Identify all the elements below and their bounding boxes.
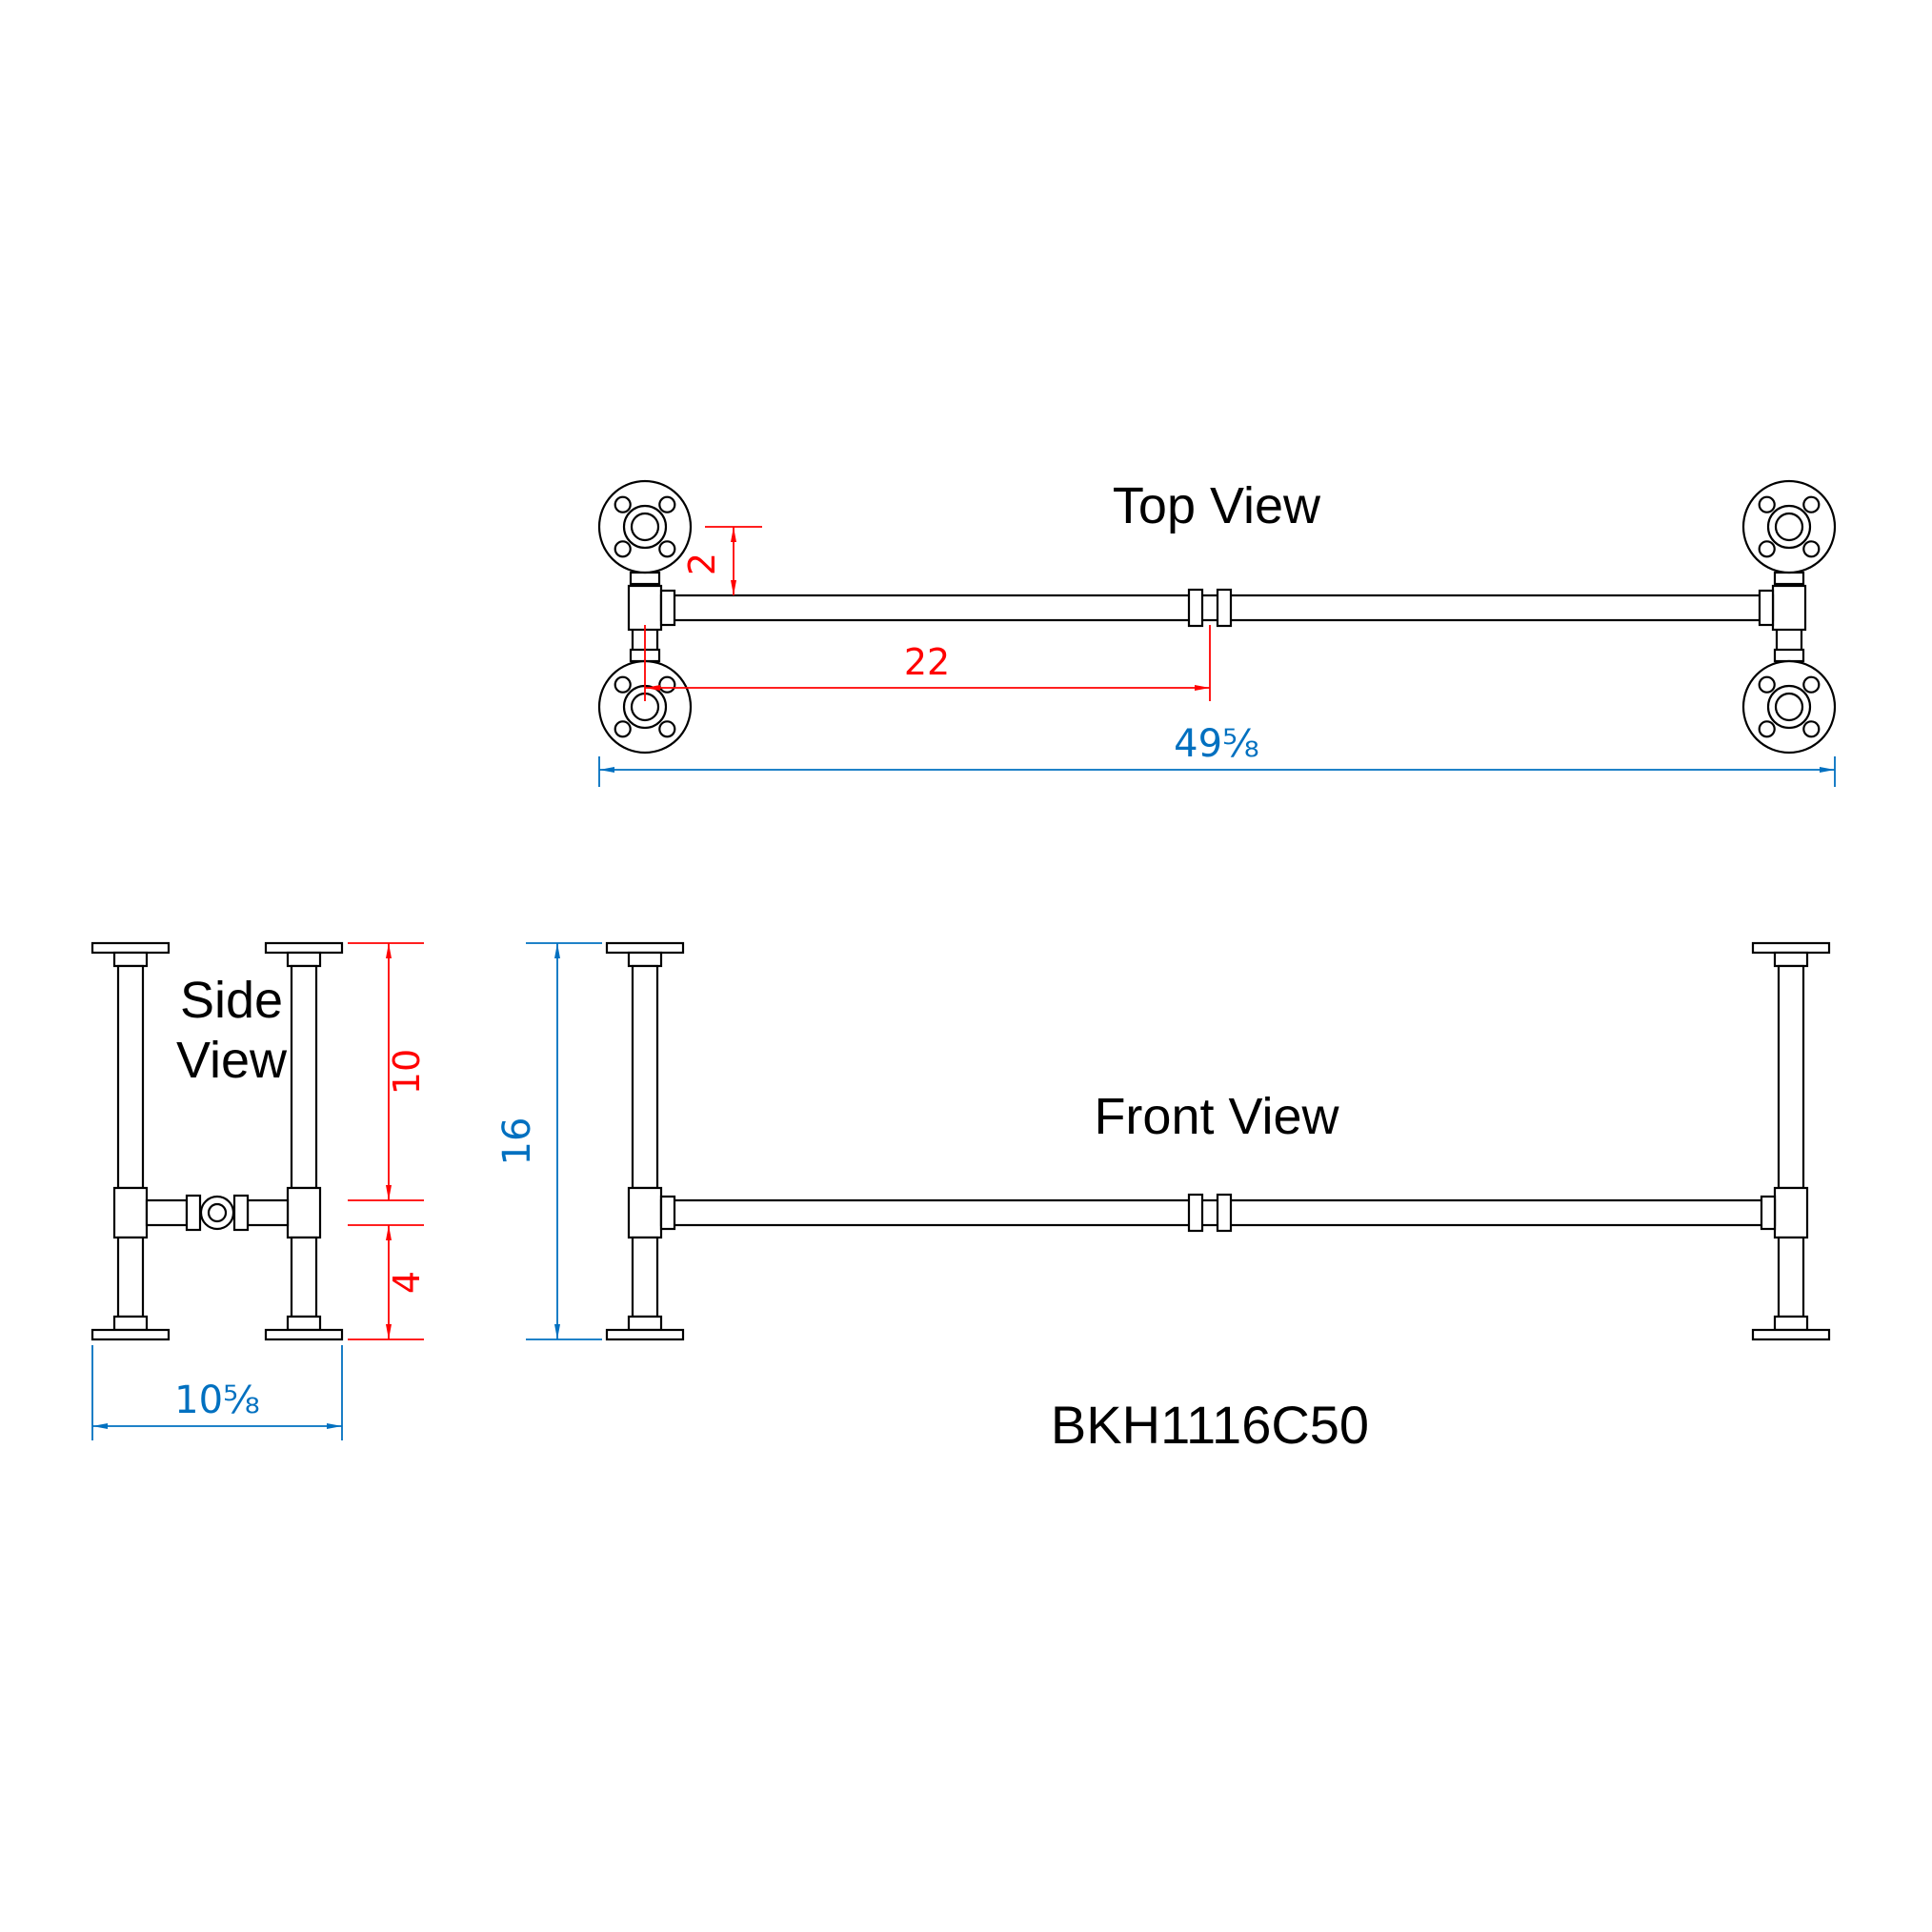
middle-coupling bbox=[1216, 588, 1233, 628]
dim-upper-height: 10 bbox=[348, 942, 428, 1201]
long-crossbar-plan bbox=[659, 588, 1775, 628]
front-view: Front View 16 BKH1116C50 bbox=[495, 941, 1831, 1455]
flange-plan-bottom-right bbox=[1741, 659, 1837, 755]
dim-upper-height-label: 10 bbox=[386, 1049, 428, 1095]
dim-overall-depth: 10⅝ bbox=[91, 1345, 343, 1440]
top-view-label: Top View bbox=[1113, 477, 1321, 534]
dim-overall-length-label: 49⅝ bbox=[1174, 722, 1259, 766]
front-crossbar bbox=[659, 1193, 1777, 1233]
side-view-label-line1: Side bbox=[180, 972, 283, 1029]
right-leg-connector-plan bbox=[1771, 571, 1807, 663]
dim-overall-depth-label: 10⅝ bbox=[174, 1379, 260, 1422]
side-view: Side View 10 4 bbox=[91, 941, 428, 1440]
dim-overall-height: 16 bbox=[495, 942, 602, 1340]
flange-plan-top-left bbox=[597, 479, 693, 574]
side-leg-left bbox=[91, 941, 171, 1341]
middle-coupling bbox=[1187, 588, 1204, 628]
dim-overall-length: 49⅝ bbox=[598, 722, 1836, 787]
front-leg-left bbox=[605, 941, 685, 1341]
side-crossbar bbox=[145, 1194, 290, 1232]
dim-crossbar-offset-label: 2 bbox=[681, 553, 723, 575]
flange-plan-top-right bbox=[1741, 479, 1837, 574]
middle-coupling bbox=[1187, 1193, 1204, 1233]
dim-lower-height-label: 4 bbox=[386, 1271, 428, 1294]
front-view-label: Front View bbox=[1094, 1088, 1339, 1145]
side-view-label-line2: View bbox=[176, 1032, 288, 1089]
top-view: Top View bbox=[597, 477, 1837, 787]
dim-leg-to-middle-label: 22 bbox=[904, 641, 950, 683]
dim-crossbar-offset: 2 bbox=[681, 526, 762, 595]
dim-leg-to-middle: 22 bbox=[644, 625, 1211, 701]
middle-coupling bbox=[1216, 1193, 1233, 1233]
front-leg-right bbox=[1751, 941, 1831, 1341]
part-number: BKH1116C50 bbox=[1051, 1395, 1369, 1455]
dim-lower-height: 4 bbox=[348, 1224, 428, 1340]
dim-overall-height-label: 16 bbox=[495, 1117, 539, 1166]
